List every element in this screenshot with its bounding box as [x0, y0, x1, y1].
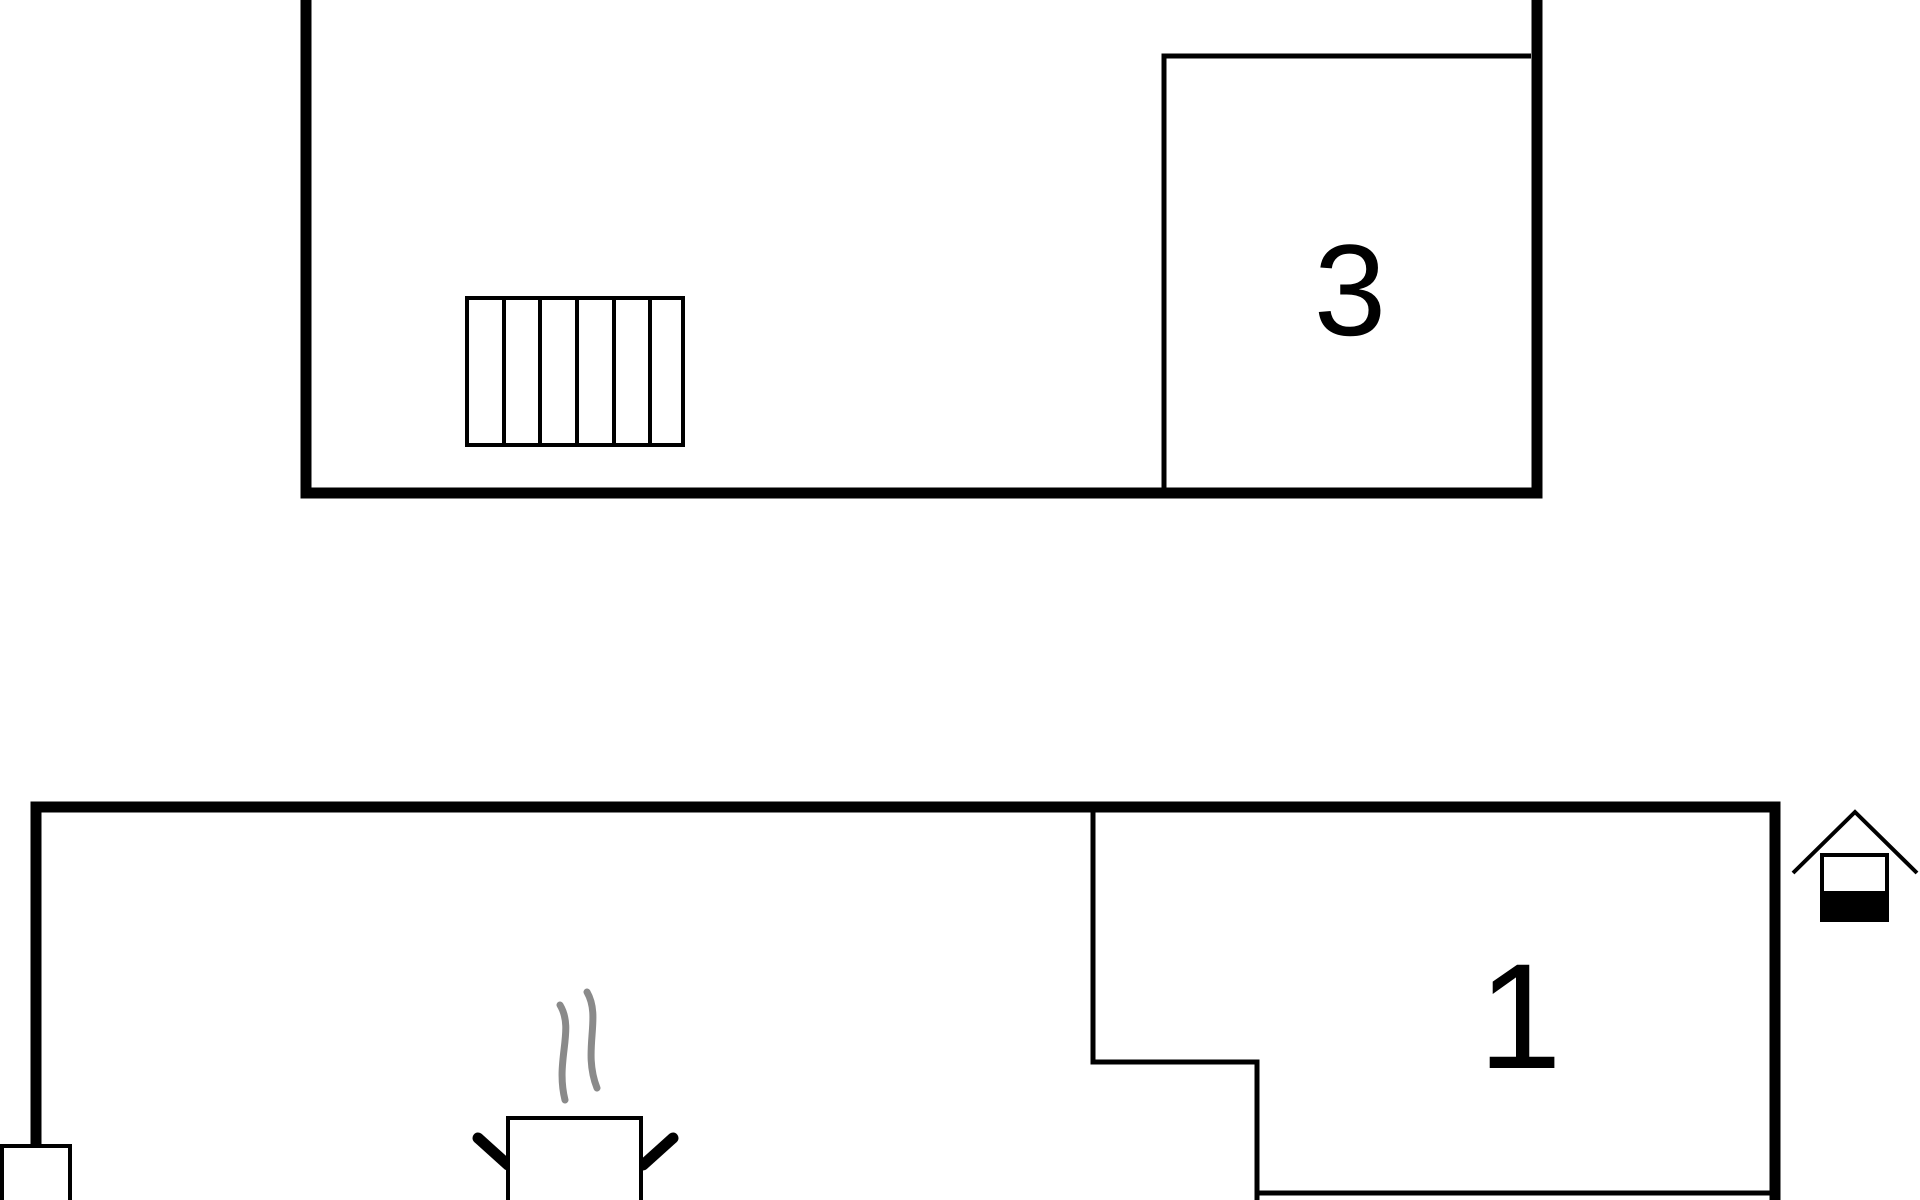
room-3-label: 3: [1314, 217, 1386, 363]
room-1-label: 1: [1478, 932, 1561, 1100]
upper-floor: [300, 0, 1543, 499]
cooking-pot-icon: [472, 988, 679, 1200]
upper-floor-outer-wall: [300, 0, 1543, 499]
door-icon: [0, 1144, 72, 1200]
staircase-icon: [465, 296, 685, 447]
room-3-wall: [1161, 53, 1531, 493]
well-house-icon: [1791, 809, 1919, 922]
room-1-wall: [1090, 812, 1260, 1200]
lower-floor: [30, 801, 1781, 1200]
lower-floor-outer-wall: [30, 801, 1781, 1200]
